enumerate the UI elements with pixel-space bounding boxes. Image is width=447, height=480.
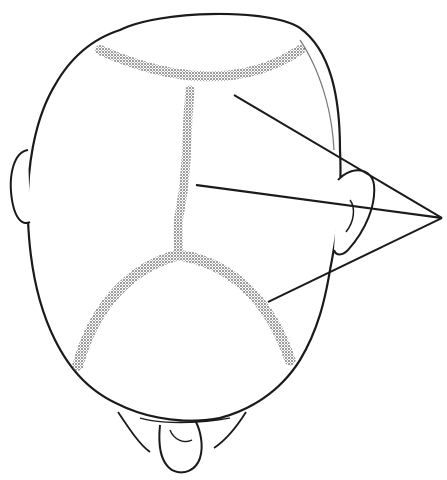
left-ear bbox=[11, 150, 30, 223]
neck-left bbox=[118, 412, 150, 452]
chin-protrusion bbox=[159, 422, 201, 472]
